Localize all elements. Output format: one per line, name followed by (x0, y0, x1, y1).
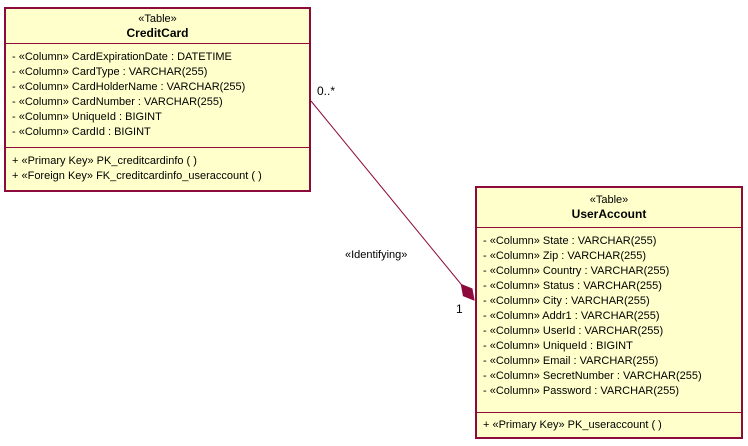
column-row: - «Column» Email : VARCHAR(255) (483, 355, 659, 367)
entity-useraccount[interactable]: «Table» UserAccount - «Column» State : V… (475, 186, 743, 439)
entity-creditcard-columns-compartment: - «Column» CardExpirationDate : DATETIME… (6, 44, 309, 147)
target-multiplicity-label: 1 (456, 302, 463, 316)
column-row: - «Column» Password : VARCHAR(255) (483, 385, 680, 397)
key-row: + «Primary Key» PK_useraccount ( ) (483, 418, 662, 431)
entity-stereotype: «Table» (138, 12, 177, 25)
column-row: - «Column» SecretNumber : VARCHAR(255) (483, 370, 702, 382)
entity-stereotype: «Table» (589, 194, 629, 206)
column-row: - «Column» CardId : BIGINT (12, 126, 151, 138)
entity-creditcard-header: «Table» CreditCard (6, 9, 309, 44)
entity-name: CreditCard (126, 25, 189, 40)
entity-useraccount-keys-compartment: + «Primary Key» PK_useraccount ( ) (477, 412, 741, 437)
entity-name: UserAccount (571, 207, 647, 221)
column-row: - «Column» CardHolderName : VARCHAR(255) (12, 81, 246, 93)
source-multiplicity-label: 0..* (317, 84, 336, 98)
identifying-diamond-icon (460, 283, 475, 301)
column-row: - «Column» City : VARCHAR(255) (483, 295, 650, 307)
entity-creditcard[interactable]: «Table» CreditCard - «Column» CardExpira… (4, 7, 311, 192)
column-row: - «Column» Zip : VARCHAR(255) (483, 250, 647, 262)
entity-useraccount-columns-compartment: - «Column» State : VARCHAR(255) - «Colum… (477, 228, 741, 412)
column-row: - «Column» Country : VARCHAR(255) (483, 265, 670, 277)
column-row: - «Column» UniqueId : BIGINT (12, 111, 162, 123)
entity-creditcard-keys-compartment: + «Primary Key» PK_creditcardinfo ( ) + … (6, 147, 309, 190)
column-row: - «Column» UniqueId : BIGINT (483, 340, 633, 352)
column-row: - «Column» Addr1 : VARCHAR(255) (483, 310, 660, 322)
identifying-relationship-line[interactable] (310, 100, 475, 301)
column-row: - «Column» UserId : VARCHAR(255) (483, 325, 664, 337)
column-row: - «Column» CardExpirationDate : DATETIME (12, 51, 232, 63)
column-row: - «Column» CardNumber : VARCHAR(255) (12, 96, 223, 108)
key-row: + «Primary Key» PK_creditcardinfo ( ) (12, 155, 197, 167)
column-row: - «Column» CardType : VARCHAR(255) (12, 66, 208, 78)
entity-useraccount-header: «Table» UserAccount (477, 188, 741, 228)
column-row: - «Column» Status : VARCHAR(255) (483, 280, 662, 292)
key-row: + «Foreign Key» FK_creditcardinfo_userac… (12, 170, 262, 182)
relationship-stereotype-label: «Identifying» (345, 249, 408, 261)
column-row: - «Column» State : VARCHAR(255) (483, 235, 657, 247)
